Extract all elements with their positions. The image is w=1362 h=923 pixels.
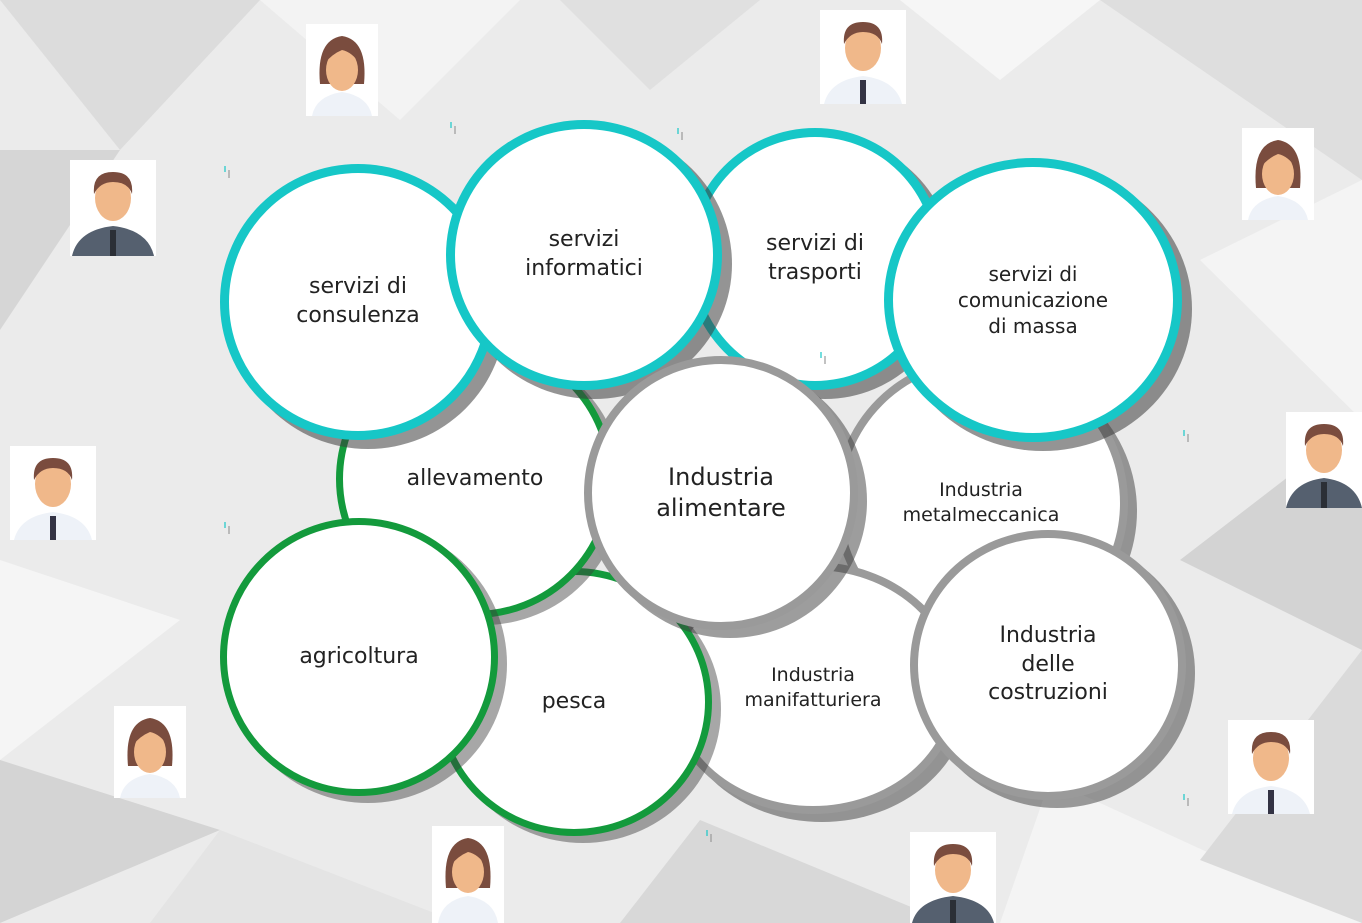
tick-mark	[224, 522, 230, 534]
female-avatar-icon	[1242, 128, 1314, 220]
male-avatar-icon	[820, 10, 906, 104]
male-avatar-icon	[70, 160, 156, 256]
tick-mark	[224, 166, 230, 178]
node-label: servizi di consulenza	[296, 274, 420, 328]
tick-mark	[820, 352, 826, 364]
node-label: Industria delle costruzioni	[988, 623, 1108, 706]
node-label: agricoltura	[299, 643, 419, 669]
female-avatar-icon	[432, 826, 504, 923]
male-avatar-icon	[910, 832, 996, 923]
tick-mark	[706, 830, 712, 842]
male-avatar-icon	[10, 446, 96, 540]
male-avatar-icon	[1286, 412, 1362, 508]
node-label: servizi di trasporti	[766, 231, 864, 285]
tick-mark	[677, 128, 683, 140]
tick-mark	[450, 122, 456, 134]
node-label: Industria metalmeccanica	[902, 479, 1060, 526]
male-avatar-icon	[1228, 720, 1314, 814]
node-label: servizi informatici	[525, 227, 643, 281]
node-label: allevamento	[406, 465, 544, 491]
female-avatar-icon	[306, 24, 378, 116]
tick-mark	[1183, 794, 1189, 806]
node-servizi-comunicazione: servizi di comunicazione di massa	[884, 158, 1182, 442]
node-industria-alimentare: Industria alimentare	[584, 356, 858, 630]
node-label: servizi di comunicazione di massa	[957, 262, 1109, 338]
node-industria-costruzioni: Industria delle costruzioni	[910, 530, 1186, 800]
node-agricoltura: agricoltura	[220, 518, 498, 796]
node-servizi-informatici: servizi informatici	[446, 120, 722, 390]
node-label: Industria alimentare	[656, 462, 786, 522]
node-label: pesca	[541, 688, 607, 714]
tick-mark	[1183, 430, 1189, 442]
node-label: Industria manifatturiera	[744, 664, 882, 711]
female-avatar-icon	[114, 706, 186, 798]
